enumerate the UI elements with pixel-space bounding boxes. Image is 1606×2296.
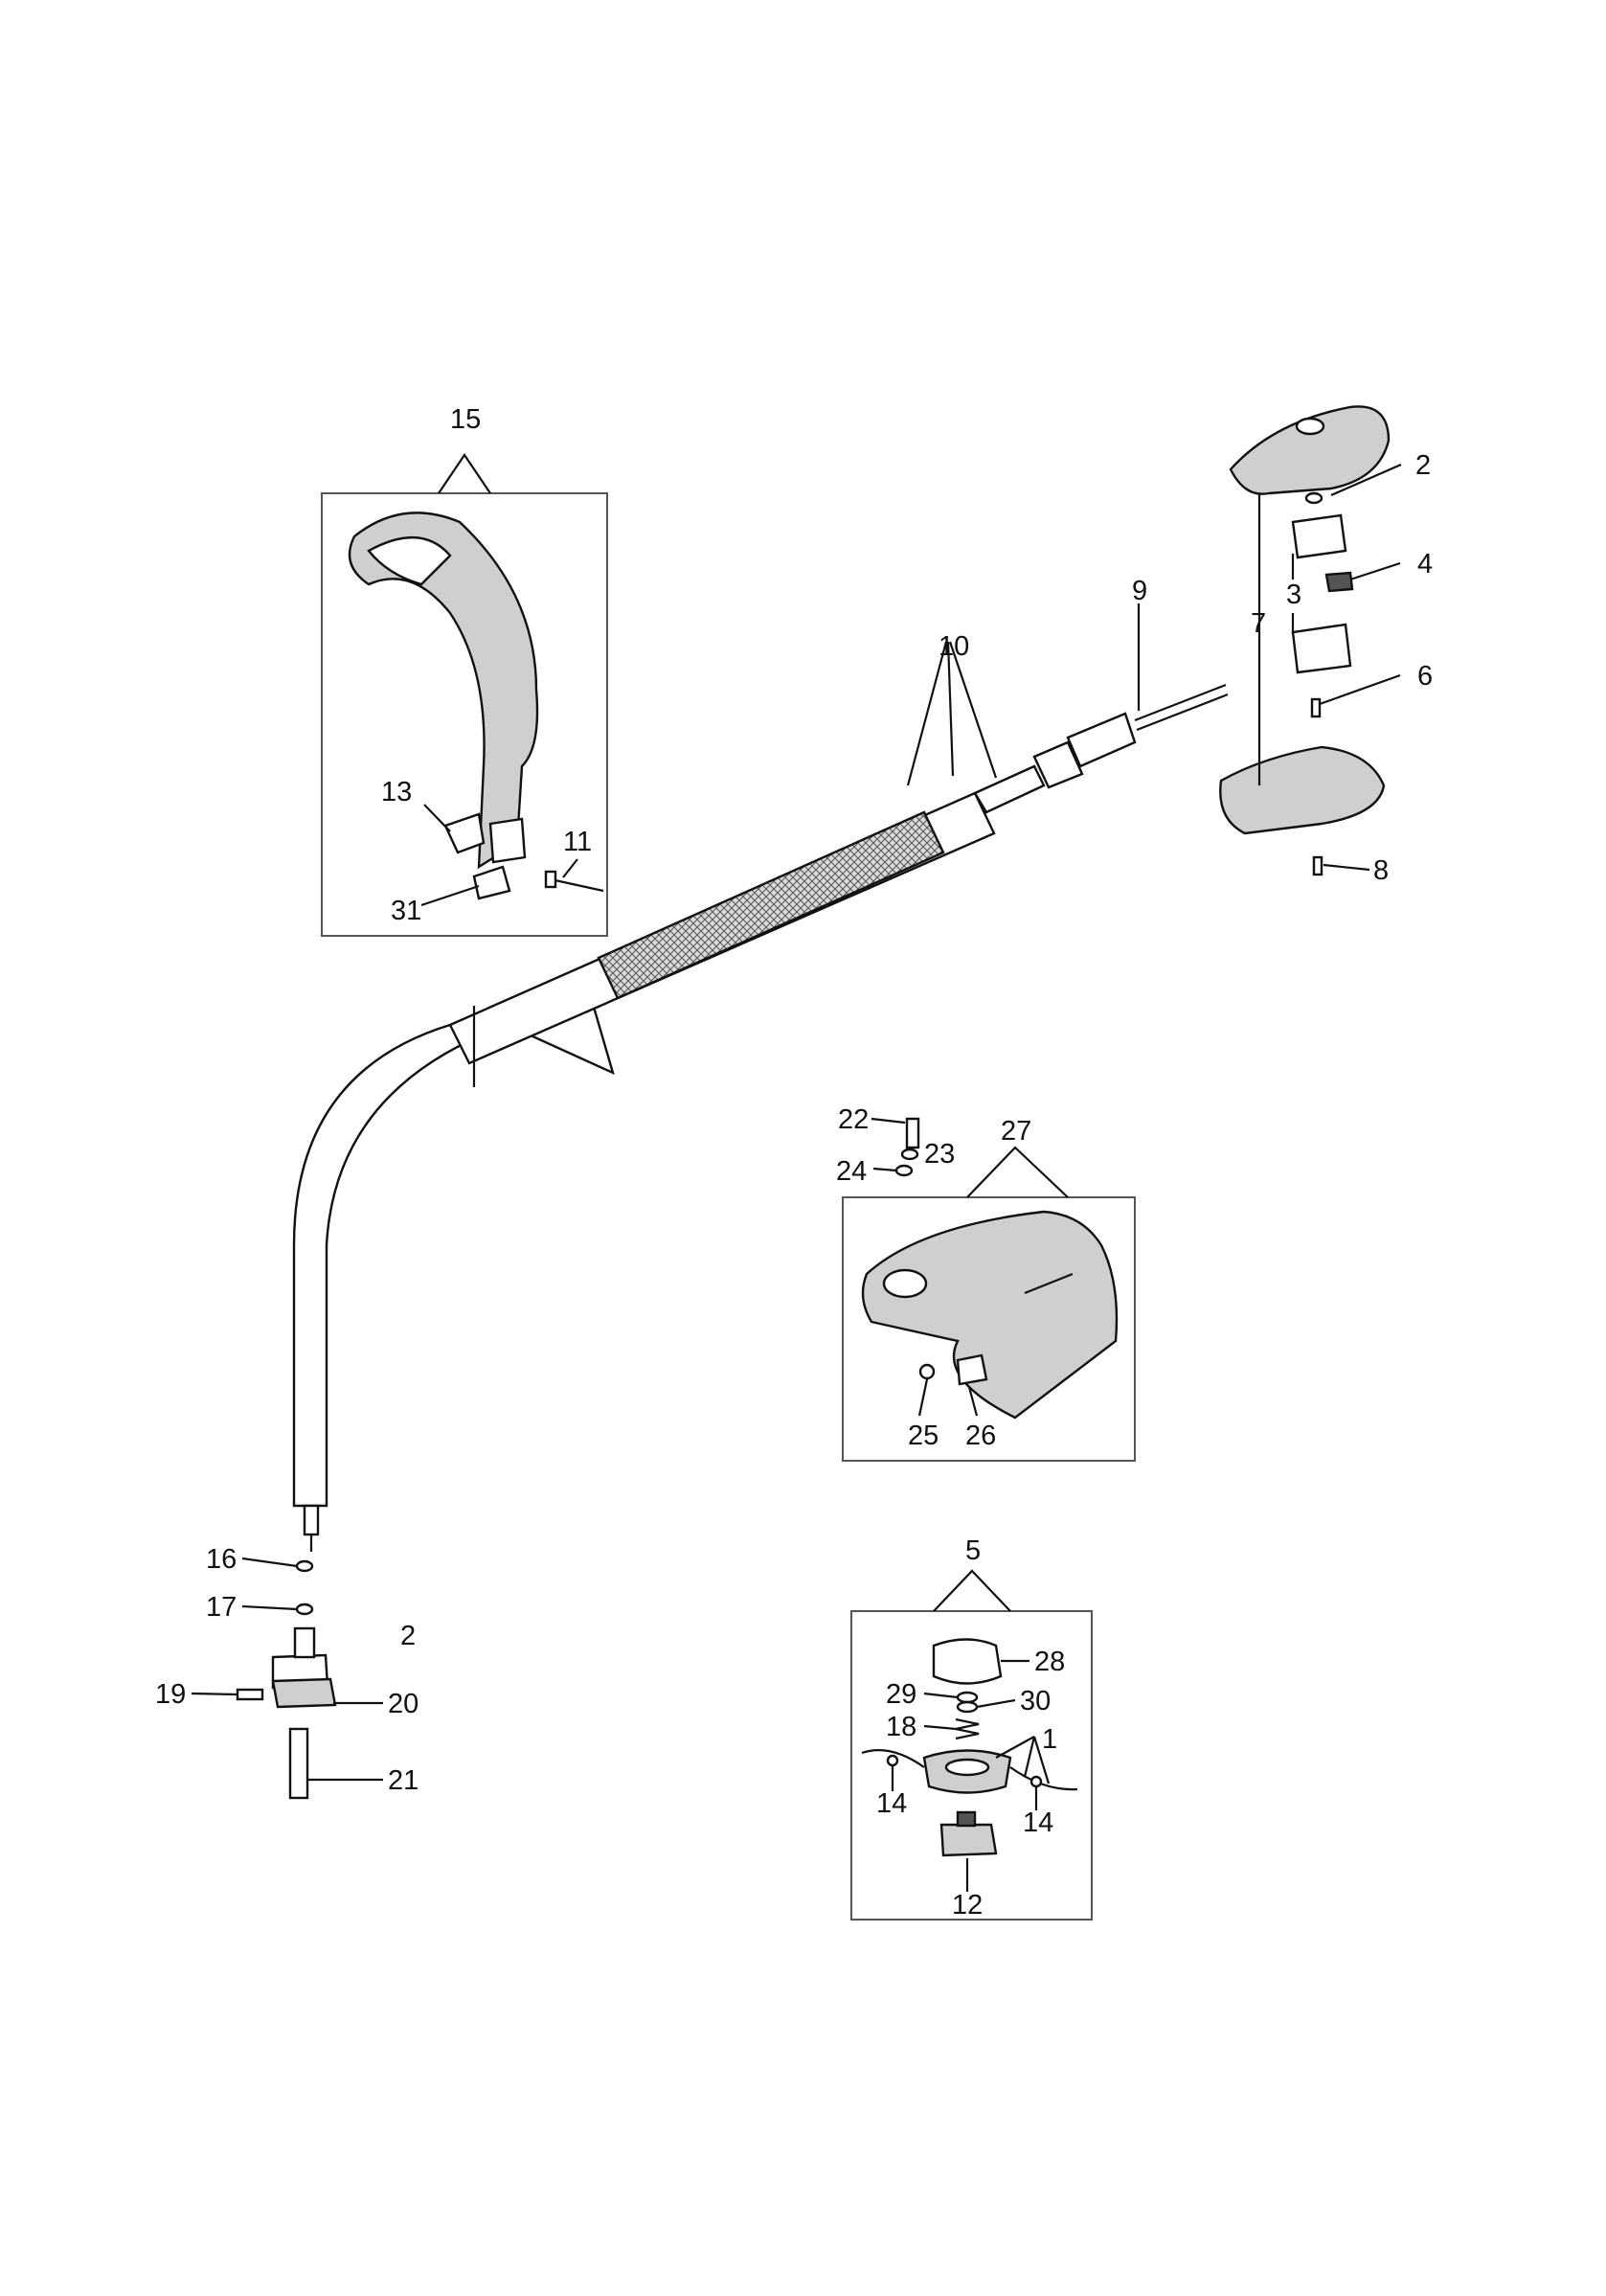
- eyelet-14-left: [886, 1754, 899, 1767]
- callout-17: 17: [206, 1592, 237, 1623]
- eyelet-14-right: [1029, 1775, 1043, 1788]
- bump-knob-12: [939, 1810, 998, 1857]
- handle-clamp: [443, 812, 486, 854]
- circlip-16: [295, 1559, 314, 1573]
- screw-lower: [1312, 855, 1323, 876]
- washer-17: [295, 1603, 314, 1616]
- spring-18: [955, 1717, 980, 1740]
- screw-22: [905, 1117, 920, 1149]
- callout-21: 21: [388, 1765, 418, 1796]
- callout-25: 25: [908, 1421, 939, 1451]
- blade-26: [956, 1353, 988, 1386]
- washer-29: [956, 1691, 979, 1704]
- lower-housing: [1219, 745, 1386, 835]
- callout-16: 16: [206, 1544, 237, 1575]
- clamp-upper: [1291, 513, 1347, 559]
- washer-23: [900, 1148, 919, 1161]
- callout-22: 22: [838, 1104, 869, 1135]
- callout-27: 27: [1001, 1116, 1031, 1147]
- callout-28: 28: [1034, 1647, 1065, 1677]
- callout-18: 18: [886, 1712, 916, 1742]
- nut: [1304, 491, 1323, 505]
- washer-30: [956, 1700, 979, 1714]
- callout-11: 11: [563, 827, 592, 857]
- callout-24: 24: [836, 1156, 867, 1187]
- callout-13: 13: [381, 777, 412, 807]
- callout-23: 23: [924, 1139, 955, 1170]
- handle-bolt: [544, 870, 604, 893]
- callout-6: 6: [1417, 661, 1433, 692]
- callout-30: 30: [1020, 1686, 1051, 1716]
- washer-24: [894, 1164, 914, 1177]
- upper-housing: [1229, 405, 1391, 495]
- callout-14-right: 14: [1023, 1807, 1053, 1838]
- handle-assembly-box: [321, 453, 608, 937]
- bolt-19: [236, 1688, 264, 1701]
- trimmer-head-box: [850, 1569, 1093, 1921]
- guard-assembly-box: [842, 1146, 1136, 1462]
- callout-10: 10: [939, 631, 969, 662]
- knurled-grip: [597, 810, 945, 1000]
- spool-cover-28: [932, 1638, 1003, 1685]
- callout-15: 15: [450, 404, 481, 435]
- grass-guard: [861, 1210, 1119, 1420]
- callout-8: 8: [1373, 855, 1389, 886]
- callout-14-left: 14: [876, 1788, 907, 1819]
- callout-4: 4: [1417, 549, 1433, 580]
- callout-2-top: 2: [1415, 450, 1431, 481]
- gear-housing: [271, 1626, 337, 1709]
- leader-lines: [191, 463, 1402, 1892]
- callout-29: 29: [886, 1679, 916, 1710]
- callout-19: 19: [155, 1679, 186, 1710]
- clamp-small: [1324, 571, 1354, 593]
- spool-1: [861, 1749, 1078, 1794]
- callout-3: 3: [1286, 580, 1301, 610]
- callout-26: 26: [965, 1421, 996, 1451]
- callout-5: 5: [965, 1535, 981, 1566]
- callout-20: 20: [388, 1689, 418, 1719]
- screw-25: [918, 1363, 936, 1380]
- callout-9: 9: [1132, 576, 1147, 606]
- drive-shaft: [973, 683, 1229, 814]
- clamp-lower: [1291, 623, 1352, 674]
- shaft-21: [288, 1727, 309, 1800]
- handle-clip: [472, 865, 511, 900]
- callout-2-bottom: 2: [400, 1621, 416, 1651]
- callout-31: 31: [391, 896, 421, 926]
- screw-small: [1310, 697, 1322, 718]
- callout-7: 7: [1251, 608, 1266, 639]
- loop-handle: [348, 511, 539, 870]
- callout-12: 12: [952, 1890, 983, 1921]
- callout-1: 1: [1042, 1724, 1057, 1755]
